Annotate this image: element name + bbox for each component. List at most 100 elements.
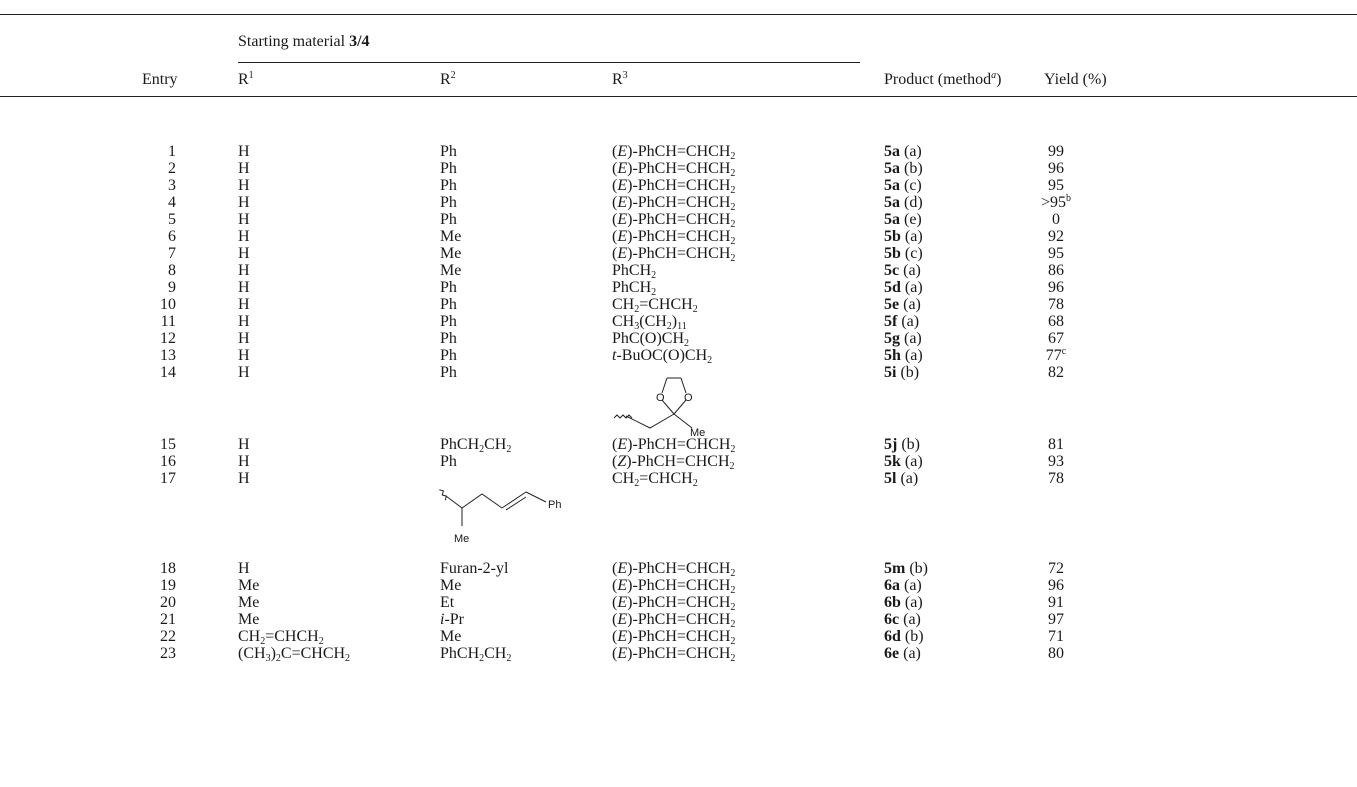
yield-cell: 67 — [1026, 331, 1086, 347]
r2-cell: Me — [440, 629, 461, 645]
text-part: 2 — [479, 653, 485, 664]
product-cell: 6d (b) — [884, 629, 924, 645]
text-part: ) — [671, 313, 678, 330]
r3-cell: (Z)-PhCH=CHCH2 — [612, 454, 735, 472]
text-part: (a) — [899, 296, 921, 313]
text-part: (a) — [900, 577, 922, 594]
text-part: 5b — [884, 245, 901, 262]
text-part: ( — [612, 194, 618, 211]
text-part: 5g — [884, 330, 900, 347]
text-part: CH — [612, 470, 635, 487]
r2-cell: Me — [440, 229, 461, 245]
r3-cell: t-BuOC(O)CH2 — [612, 348, 713, 366]
text-part: 2 — [692, 478, 698, 489]
text-part: 2 — [707, 355, 713, 366]
text-part: H — [238, 296, 250, 313]
entry-number: 22 — [160, 628, 176, 645]
product-cell: 5f (a) — [884, 314, 919, 330]
text-part: 2 — [730, 219, 736, 230]
text-part: ( — [612, 577, 618, 594]
text-part: H — [238, 453, 250, 470]
text-part: ( — [612, 645, 618, 662]
text-part: ( — [612, 177, 618, 194]
text-part: Ph — [440, 194, 457, 211]
text-part: 2 — [730, 444, 736, 455]
product-cell: 5a (c) — [884, 178, 922, 194]
text-part: E — [617, 436, 628, 453]
text-part: 2 — [729, 461, 735, 472]
r1-cell: H — [238, 437, 250, 453]
r1-cell: Me — [238, 612, 259, 628]
product-cell: 5c (a) — [884, 263, 921, 279]
text-part: 6e — [884, 645, 900, 662]
text-part: H — [238, 177, 250, 194]
text-part: 2 — [730, 602, 736, 613]
header-yield: Yield (%) — [1044, 71, 1107, 88]
text-part: (a) — [900, 279, 923, 296]
product-cell: 5h (a) — [884, 348, 923, 364]
text-part: 5a — [884, 211, 900, 228]
text-part: 2 — [260, 636, 266, 647]
text-part: 80 — [1048, 645, 1064, 662]
text-part: H — [238, 347, 250, 364]
text-part: 5m — [884, 560, 906, 577]
text-part: Me — [440, 628, 462, 645]
text-part: PhC(O)CH — [612, 330, 685, 347]
text-part: 2 — [634, 478, 640, 489]
text-part: E — [617, 143, 628, 160]
text-part: H — [238, 313, 250, 330]
text-part: )-PhCH=CHCH — [627, 228, 731, 245]
yield-cell: 78 — [1026, 297, 1086, 313]
text-part: E — [617, 160, 628, 177]
text-part: E — [617, 645, 628, 662]
text-part: 2 — [506, 444, 512, 455]
text-part: Ph — [440, 364, 457, 381]
r2-cell: Ph — [440, 161, 457, 177]
text-part: 96 — [1048, 279, 1064, 296]
r1-cell: H — [238, 297, 250, 313]
r1-cell: Me — [238, 595, 259, 611]
text-part: (d) — [900, 194, 923, 211]
r1-cell: H — [238, 280, 250, 296]
entry-number: 5 — [168, 211, 176, 228]
text-part: 2 — [692, 304, 698, 315]
r1-cell: (CH3)2C=CHCH2 — [238, 645, 350, 664]
text-part: =CHCH — [639, 470, 693, 487]
text-part: ( — [612, 436, 618, 453]
text-part: (a) — [899, 611, 921, 628]
text-part: (CH — [238, 645, 266, 662]
r2-cell: Ph — [440, 280, 457, 296]
methyl-label: Me — [690, 427, 705, 439]
text-part: 2 — [479, 444, 485, 455]
text-part: Ph — [440, 330, 457, 347]
text-part: 78 — [1048, 470, 1064, 487]
text-part: 2 — [651, 270, 657, 281]
text-part: Ph — [440, 347, 457, 364]
text-part: c — [1061, 346, 1067, 357]
r1-cell: H — [238, 314, 250, 330]
text-part: 71 — [1048, 628, 1064, 645]
text-part: 5h — [884, 347, 901, 364]
entry-number: 3 — [168, 177, 176, 194]
yield-cell: 92 — [1026, 229, 1086, 245]
entry-number: 1 — [168, 143, 176, 160]
text-part: ( — [612, 628, 618, 645]
yield-cell: >95b — [1026, 194, 1086, 211]
r3-cell: (E)-PhCH=CHCH2 — [612, 628, 735, 647]
text-part: C=CHCH — [280, 645, 346, 662]
product-cell: 5k (a) — [884, 454, 923, 470]
text-part: (a) — [900, 347, 923, 364]
r2-cell: Me — [440, 578, 461, 594]
text-part: ( — [612, 594, 618, 611]
text-part: 2 — [684, 338, 690, 349]
r1-cell: H — [238, 348, 250, 364]
text-part: H — [238, 364, 250, 381]
header-r2: R2 — [440, 70, 456, 88]
r2-cell: PhCH2CH2 — [440, 437, 512, 455]
product-cell: 6b (a) — [884, 595, 923, 611]
entry-number: 11 — [160, 313, 176, 330]
product-cell: 5a (a) — [884, 144, 922, 160]
text-part: E — [617, 245, 628, 262]
text-part: E — [617, 611, 628, 628]
r2-cell: Furan-2-yl — [440, 561, 508, 577]
